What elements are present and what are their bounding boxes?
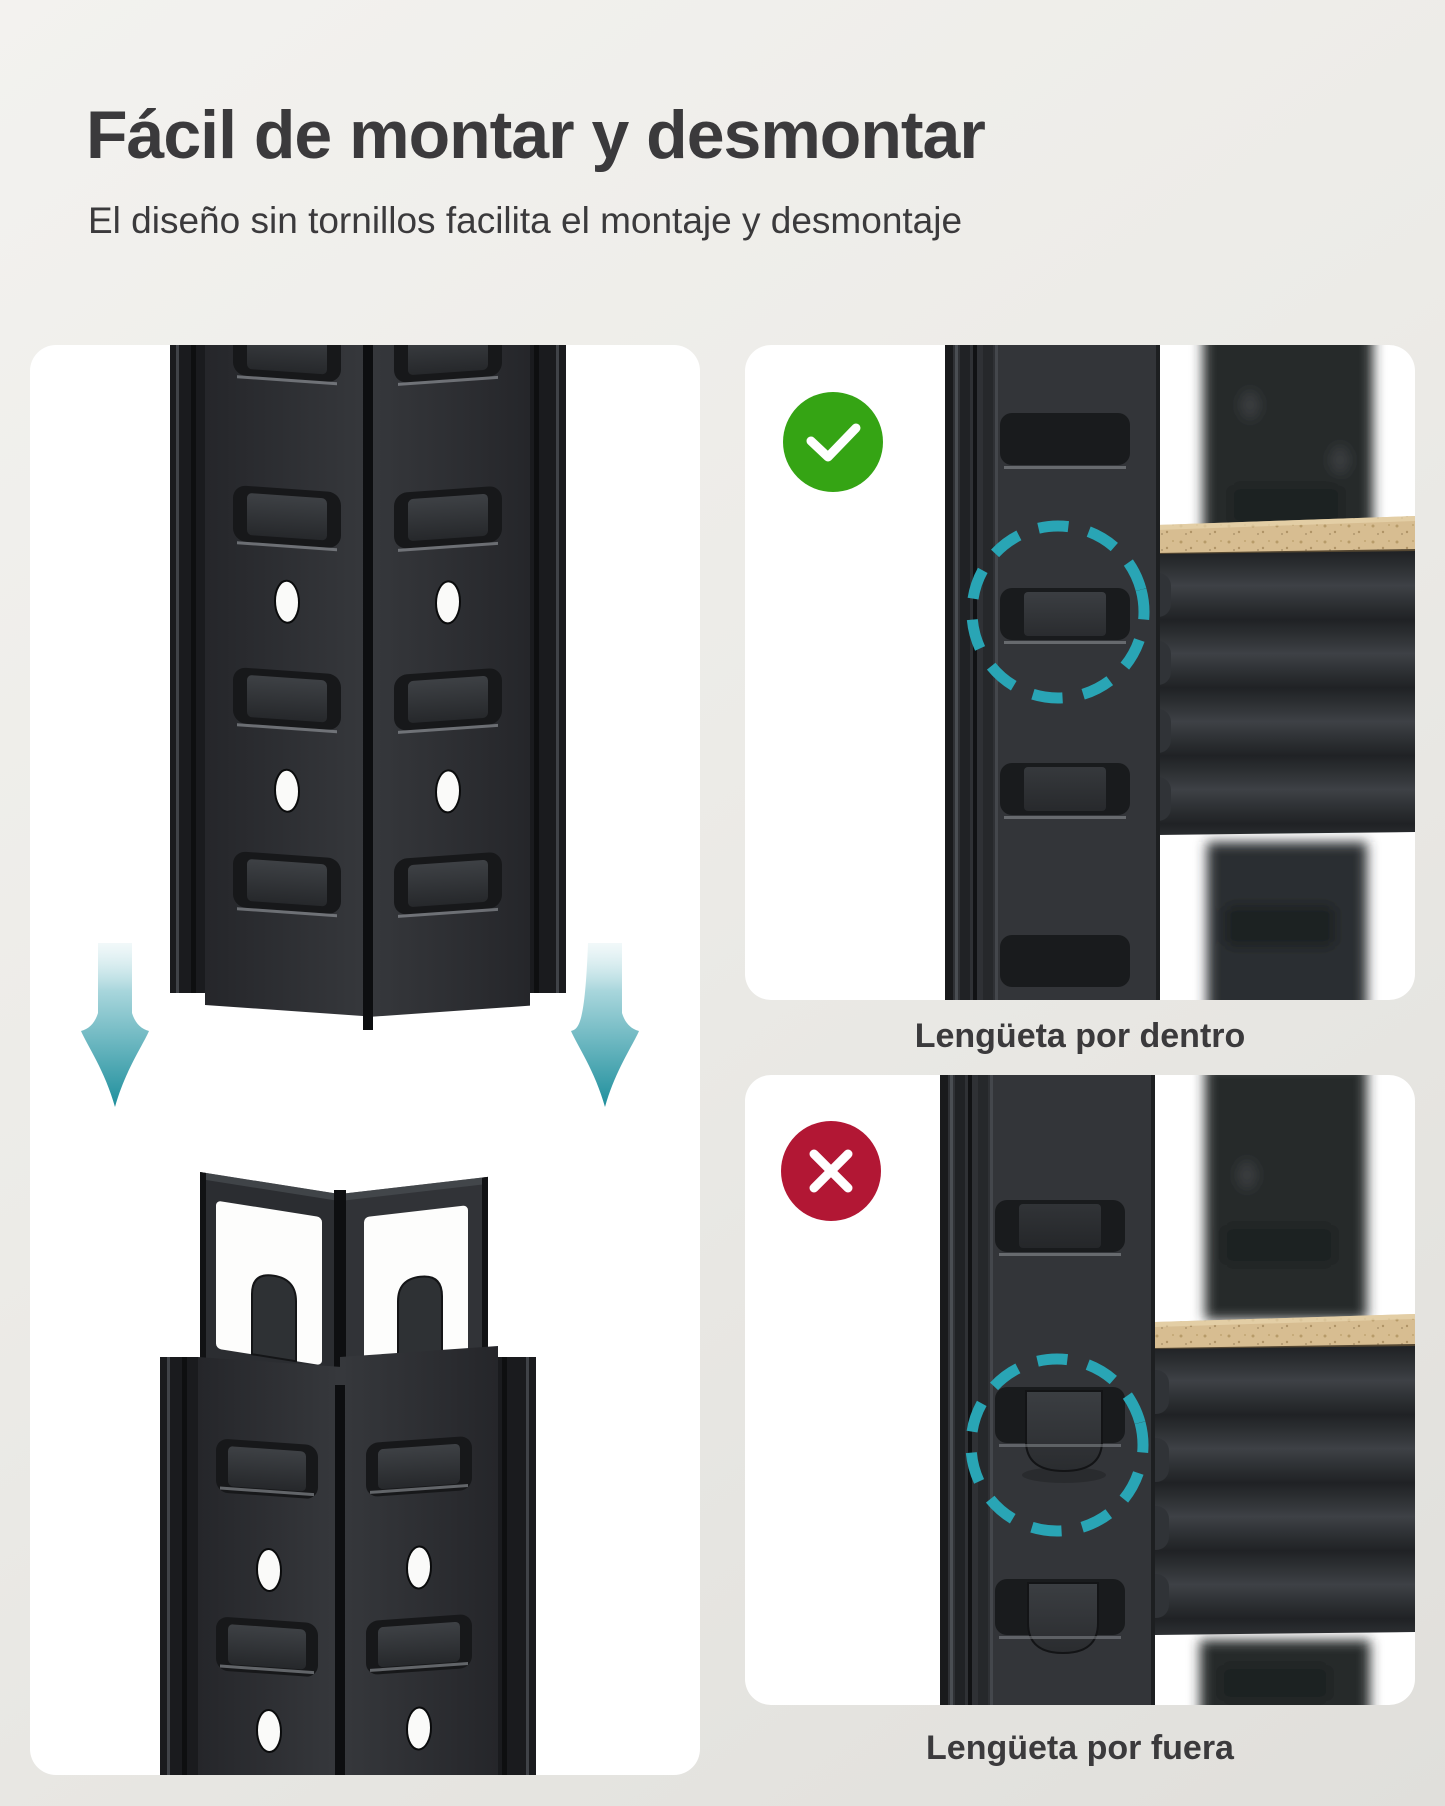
upright-post-bottom-image [160,1345,536,1775]
shelf-board-wood [1157,516,1415,557]
slot-with-tab-outside [995,1579,1125,1655]
page-title: Fácil de montar y desmontar [86,97,986,173]
slot-band [394,486,502,552]
post-hole [435,769,461,814]
post-corner-ridge [363,345,373,1030]
shelf-tab-outside [1025,1390,1103,1473]
background-post-blurred [1203,345,1373,545]
upright-post-image [945,345,1160,1000]
post-hole [406,1706,432,1751]
slot-band [233,345,341,386]
caption-tab-outside: Lengüeta por fuera [926,1728,1234,1767]
check-icon [783,392,883,492]
background-post-blurred [1207,842,1367,1000]
tab-inside-illustration [945,345,1415,1000]
page-subtitle: El diseño sin tornillos facilita el mont… [88,200,963,241]
upright-post-image [940,1075,1155,1705]
dashed-circle-icon [966,520,1150,704]
slot-band [233,667,341,734]
background-post-blurred [1200,1640,1370,1705]
connector-right-plate [340,1176,488,1390]
post-corner-ridge [335,1385,345,1775]
connector-left-plate [200,1172,340,1391]
correct-method-panel [745,345,1415,1000]
slot-with-tab-inside [1000,763,1130,819]
post-hole [274,768,300,813]
incorrect-method-panel [745,1075,1415,1705]
slot-band [394,668,502,734]
down-arrow-icon [81,943,149,1107]
slot-band [233,851,341,918]
post-right-face [368,345,530,1017]
shelf-front-metal [1145,551,1415,835]
slot-band [366,1436,472,1497]
slot-with-tab-inside [1000,588,1130,644]
slot-band [366,1614,472,1675]
upright-post-top-image [170,345,566,1030]
post-left-face [205,345,368,1017]
hook-tab [397,1275,443,1363]
connector-corner-ridge [334,1190,346,1392]
post-right-face [340,1345,498,1775]
slot-band [216,1617,318,1677]
assembly-steps-panel [30,345,700,1775]
cross-icon [781,1121,881,1221]
dashed-circle-icon [965,1353,1149,1537]
slot-band [394,852,502,918]
background-post-blurred [1205,1075,1367,1320]
caption-tab-inside: Lengüeta por dentro [914,1016,1246,1055]
slot-band [233,485,341,552]
shelf-front-metal [1143,1346,1415,1635]
post-side-channel [170,345,206,993]
down-arrow-icon [571,943,639,1107]
post-side-channel [160,1357,198,1775]
shelf-tab-inside [1024,592,1106,636]
post-hole [406,1545,432,1590]
post-hole [256,1708,282,1753]
tab-outside-illustration [940,1075,1415,1705]
shelf-tab-outside [1027,1582,1099,1655]
slot [995,1200,1125,1256]
post-hole [256,1547,282,1592]
post-left-face [198,1357,340,1775]
hook-tab [251,1274,297,1363]
disassembly-illustration [81,345,639,1775]
slot-band [216,1439,318,1499]
slot-band [394,345,502,386]
slot [1000,935,1130,987]
post-hole [274,579,300,624]
slot-with-tab-outside [995,1387,1125,1483]
corner-connector-image [200,1172,488,1392]
slot [1000,413,1130,469]
shelf-board-wood [1155,1314,1415,1352]
post-hole [435,580,461,625]
